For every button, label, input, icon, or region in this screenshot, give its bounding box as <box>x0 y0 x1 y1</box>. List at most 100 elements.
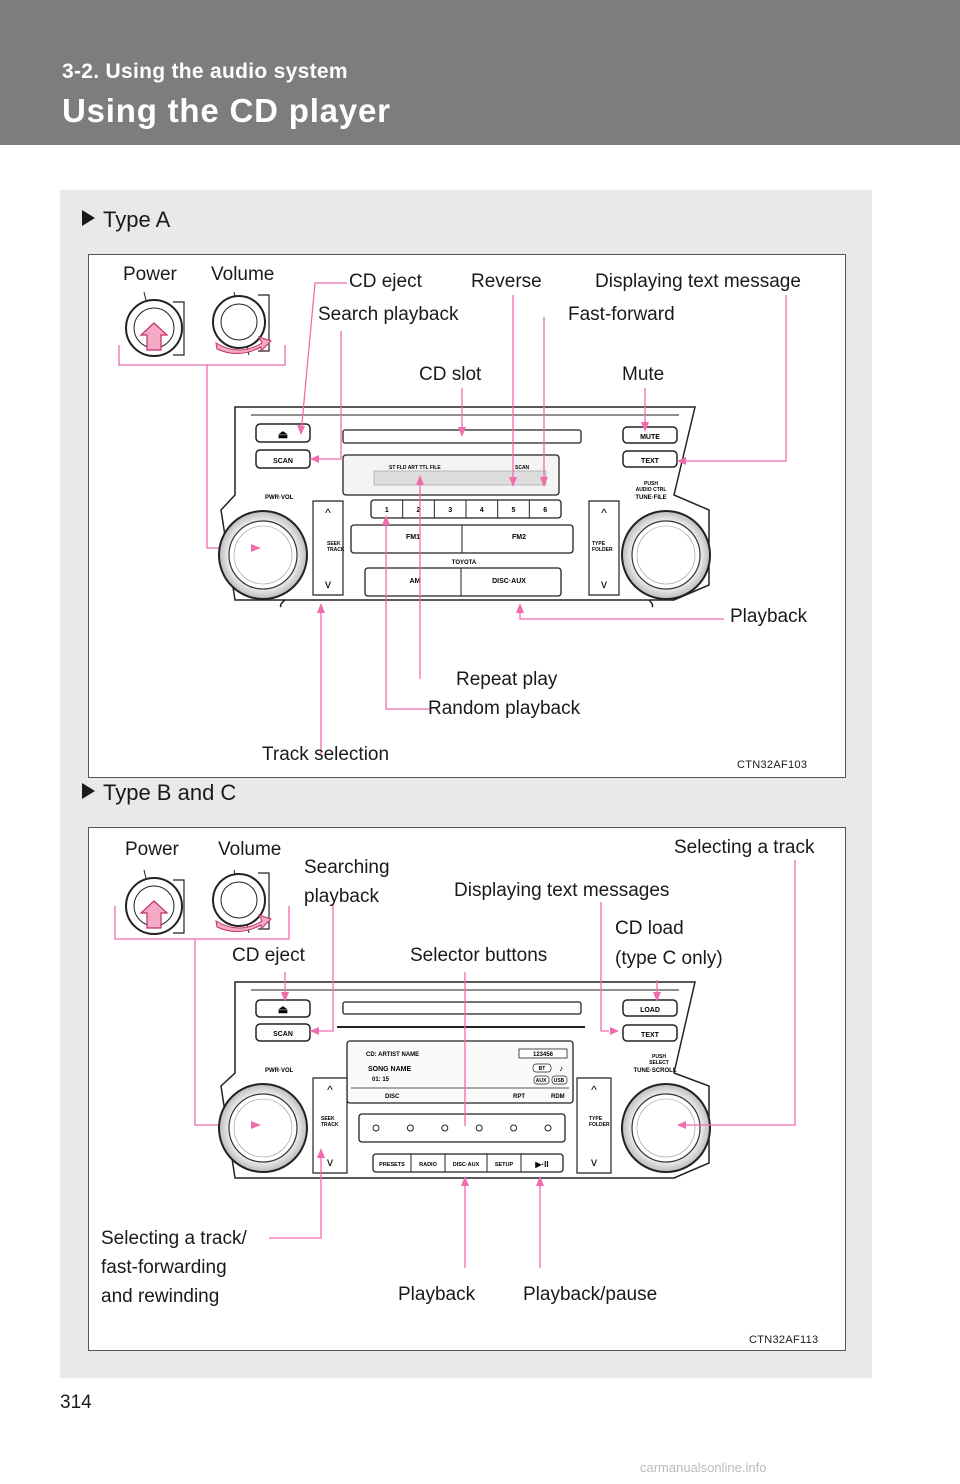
label-power: Power <box>123 264 177 285</box>
chevron-up-icon: ^ <box>325 506 331 520</box>
type-a-diagram: ⏏ SCAN ST FLD ART TTL FILE SCAN MUTE TEX… <box>118 282 787 754</box>
label-selecting-track: Selecting a track <box>674 837 815 858</box>
label-reverse: Reverse <box>471 271 542 292</box>
fm2-label: FM2 <box>512 534 526 541</box>
track-label: TRACK <box>327 547 345 553</box>
music-note-icon: ♪ <box>559 1064 563 1073</box>
chevron-down-icon-b-right: v <box>591 1155 597 1169</box>
label-repeat-play: Repeat play <box>456 669 558 690</box>
preset-button-6: 6 <box>543 507 547 514</box>
volume-knob-inset-b <box>212 869 272 934</box>
preset-button-4: 4 <box>480 507 484 514</box>
figure-code-bc: CTN32AF113 <box>749 1334 819 1346</box>
select-label-b: SELECT <box>649 1060 669 1066</box>
label-searching-2: playback <box>304 886 379 907</box>
preset-button-1: 1 <box>385 507 389 514</box>
label-power-b: Power <box>125 839 179 860</box>
selector-button-3 <box>441 1124 449 1132</box>
arrow-right-icon <box>82 210 95 226</box>
type-a-arrowheads <box>251 422 686 613</box>
brand-label: TOYOTA <box>452 560 477 566</box>
figure-code-a: CTN32AF103 <box>737 759 808 771</box>
selector-button-2 <box>406 1124 414 1132</box>
type-bc-heading-text: Type B and C <box>103 780 237 805</box>
track-label-b: TRACK <box>321 1122 339 1128</box>
seek-label: SEEK <box>327 541 341 547</box>
push-label-2: AUDIO CTRL <box>636 487 667 493</box>
label-selector-buttons: Selector buttons <box>410 945 548 966</box>
label-searching-1: Searching <box>304 857 390 878</box>
power-knob-inset <box>125 291 185 357</box>
screen-rpt: RPT <box>513 1094 525 1100</box>
setup-button-label: SETUP <box>495 1162 514 1168</box>
label-displaying-text: Displaying text message <box>595 271 801 292</box>
folder-label: FOLDER <box>592 547 613 553</box>
screen-song: SONG NAME <box>368 1066 412 1073</box>
selector-button-5 <box>510 1124 518 1132</box>
label-random-playback: Random playback <box>428 698 581 719</box>
text-button-label: TEXT <box>641 458 660 465</box>
disc-aux-label: DISC·AUX <box>492 578 526 585</box>
label-track-selection: Track selection <box>262 744 390 765</box>
power-knob-inset-b <box>125 869 185 935</box>
mute-button-label: MUTE <box>640 434 660 441</box>
tune-scroll-label: TUNE·SCROLL <box>634 1068 677 1074</box>
disc-aux-button-label: DISC·AUX <box>453 1162 480 1168</box>
label-cd-eject: CD eject <box>349 271 422 292</box>
screen-bt: BT <box>539 1066 546 1072</box>
eject-icon-b: ⏏ <box>278 1004 289 1016</box>
text-button-label-b: TEXT <box>641 1032 660 1039</box>
scan-button-label: SCAN <box>273 458 293 465</box>
display-scan-flag: SCAN <box>515 465 530 471</box>
type-a-head-unit: ⏏ SCAN ST FLD ART TTL FILE SCAN MUTE TEX… <box>220 406 710 601</box>
page-number: 314 <box>60 1392 92 1413</box>
type-bc-diagram: ⏏ SCAN CD: ARTIST NAME 123456 SONG NAME … <box>114 860 796 1268</box>
label-sel-ff-1: Selecting a track/ <box>101 1228 247 1249</box>
label-cd-load-1: CD load <box>615 918 684 939</box>
screen-disc: DISC <box>385 1094 400 1100</box>
footer-watermark: carmanualsonline.info <box>640 1460 767 1475</box>
type-bc-arrowheads <box>251 992 686 1186</box>
section-heading: 3-2. Using the audio system <box>62 60 348 83</box>
play-pause-icon: ▶·II <box>534 1160 548 1169</box>
label-playback: Playback <box>730 606 808 627</box>
screen-usb: USB <box>554 1078 565 1084</box>
chevron-down-icon-right: v <box>601 577 607 591</box>
label-cd-slot: CD slot <box>419 364 482 385</box>
push-label-b: PUSH <box>652 1054 666 1060</box>
type-bc-power-knob <box>218 1083 308 1173</box>
label-sel-ff-3: and rewinding <box>101 1286 220 1307</box>
type-a-power-knob <box>218 510 308 608</box>
fm1-label: FM1 <box>406 534 420 541</box>
label-volume: Volume <box>211 264 275 285</box>
label-search-playback: Search playback <box>318 304 459 325</box>
type-bc-heading: Type B and C <box>82 780 236 806</box>
label-mute: Mute <box>622 364 665 385</box>
type-a-figure: ⏏ SCAN ST FLD ART TTL FILE SCAN MUTE TEX… <box>88 254 846 778</box>
screen-aux: AUX <box>536 1078 547 1084</box>
pwr-vol-label-b: PWR·VOL <box>265 1068 294 1074</box>
preset-button-2: 2 <box>417 507 421 514</box>
folder-label-b: FOLDER <box>589 1122 610 1128</box>
chevron-up-icon-b-right: ^ <box>591 1083 597 1097</box>
label-fast-forward: Fast-forward <box>568 304 675 325</box>
type-a-heading-text: Type A <box>103 207 171 232</box>
chevron-down-icon-b: v <box>327 1155 333 1169</box>
type-bc-leader-lines <box>269 860 796 1268</box>
label-volume-b: Volume <box>218 839 282 860</box>
page-title: Using the CD player <box>62 92 391 129</box>
radio-button-label: RADIO <box>419 1162 437 1168</box>
screen-rdm: RDM <box>551 1094 565 1100</box>
label-displaying-text-b: Displaying text messages <box>454 880 670 901</box>
selector-button-4 <box>475 1124 483 1132</box>
type-a-heading: Type A <box>82 207 170 233</box>
chevron-down-icon: v <box>325 577 331 591</box>
label-cd-load-2: (type C only) <box>615 948 723 969</box>
type-bc-tune-knob <box>621 1083 711 1173</box>
type-bc-figure: ⏏ SCAN CD: ARTIST NAME 123456 SONG NAME … <box>88 827 846 1351</box>
screen-artist: CD: ARTIST NAME <box>366 1052 419 1058</box>
selector-button-1 <box>372 1124 380 1132</box>
screen-time: 01: 15 <box>372 1077 390 1083</box>
label-cd-eject-b: CD eject <box>232 945 305 966</box>
chevron-up-icon-right: ^ <box>601 506 607 520</box>
